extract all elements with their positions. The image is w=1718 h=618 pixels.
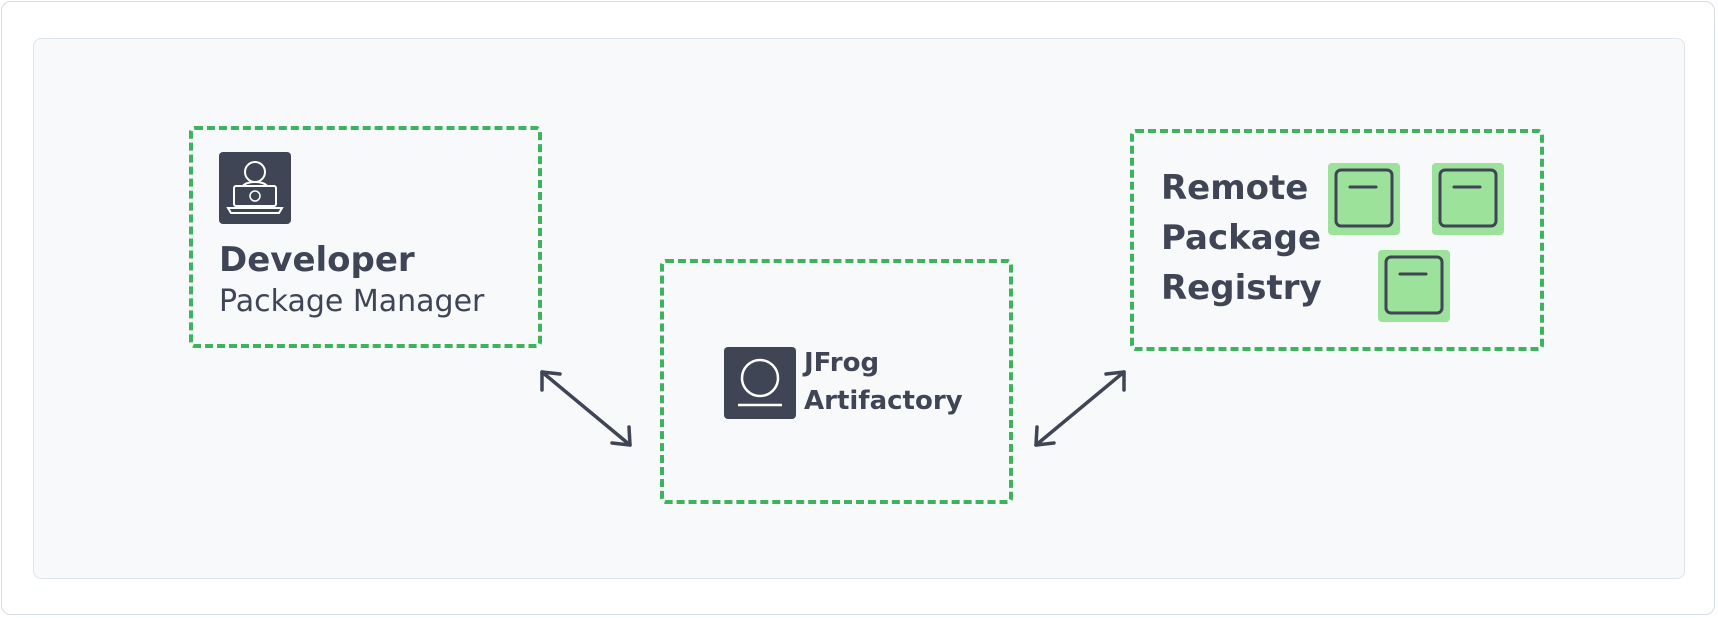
developer-laptop-icon [219, 152, 291, 224]
arrow-artifactory-registry [1034, 370, 1126, 447]
developer-title: Developer [219, 240, 415, 280]
remote-registry-label-line3: Registry [1161, 268, 1322, 308]
arrow-developer-artifactory [540, 370, 632, 447]
artifactory-label-line1: JFrog [804, 348, 880, 378]
remote-registry-label-line1: Remote [1161, 168, 1309, 208]
remote-registry-label: Remote Package Registry [1161, 163, 1322, 313]
developer-subtitle: Package Manager [219, 284, 485, 319]
artifactory-box [660, 259, 1013, 504]
package-box-icon [1432, 163, 1504, 235]
package-box-icon [1378, 250, 1450, 322]
developer-box [189, 126, 542, 348]
artifactory-label-line2: Artifactory [804, 386, 963, 416]
package-box-icon [1328, 163, 1400, 235]
artifactory-logo-icon [724, 347, 796, 419]
remote-registry-box [1130, 129, 1544, 351]
remote-registry-label-line2: Package [1161, 218, 1322, 258]
